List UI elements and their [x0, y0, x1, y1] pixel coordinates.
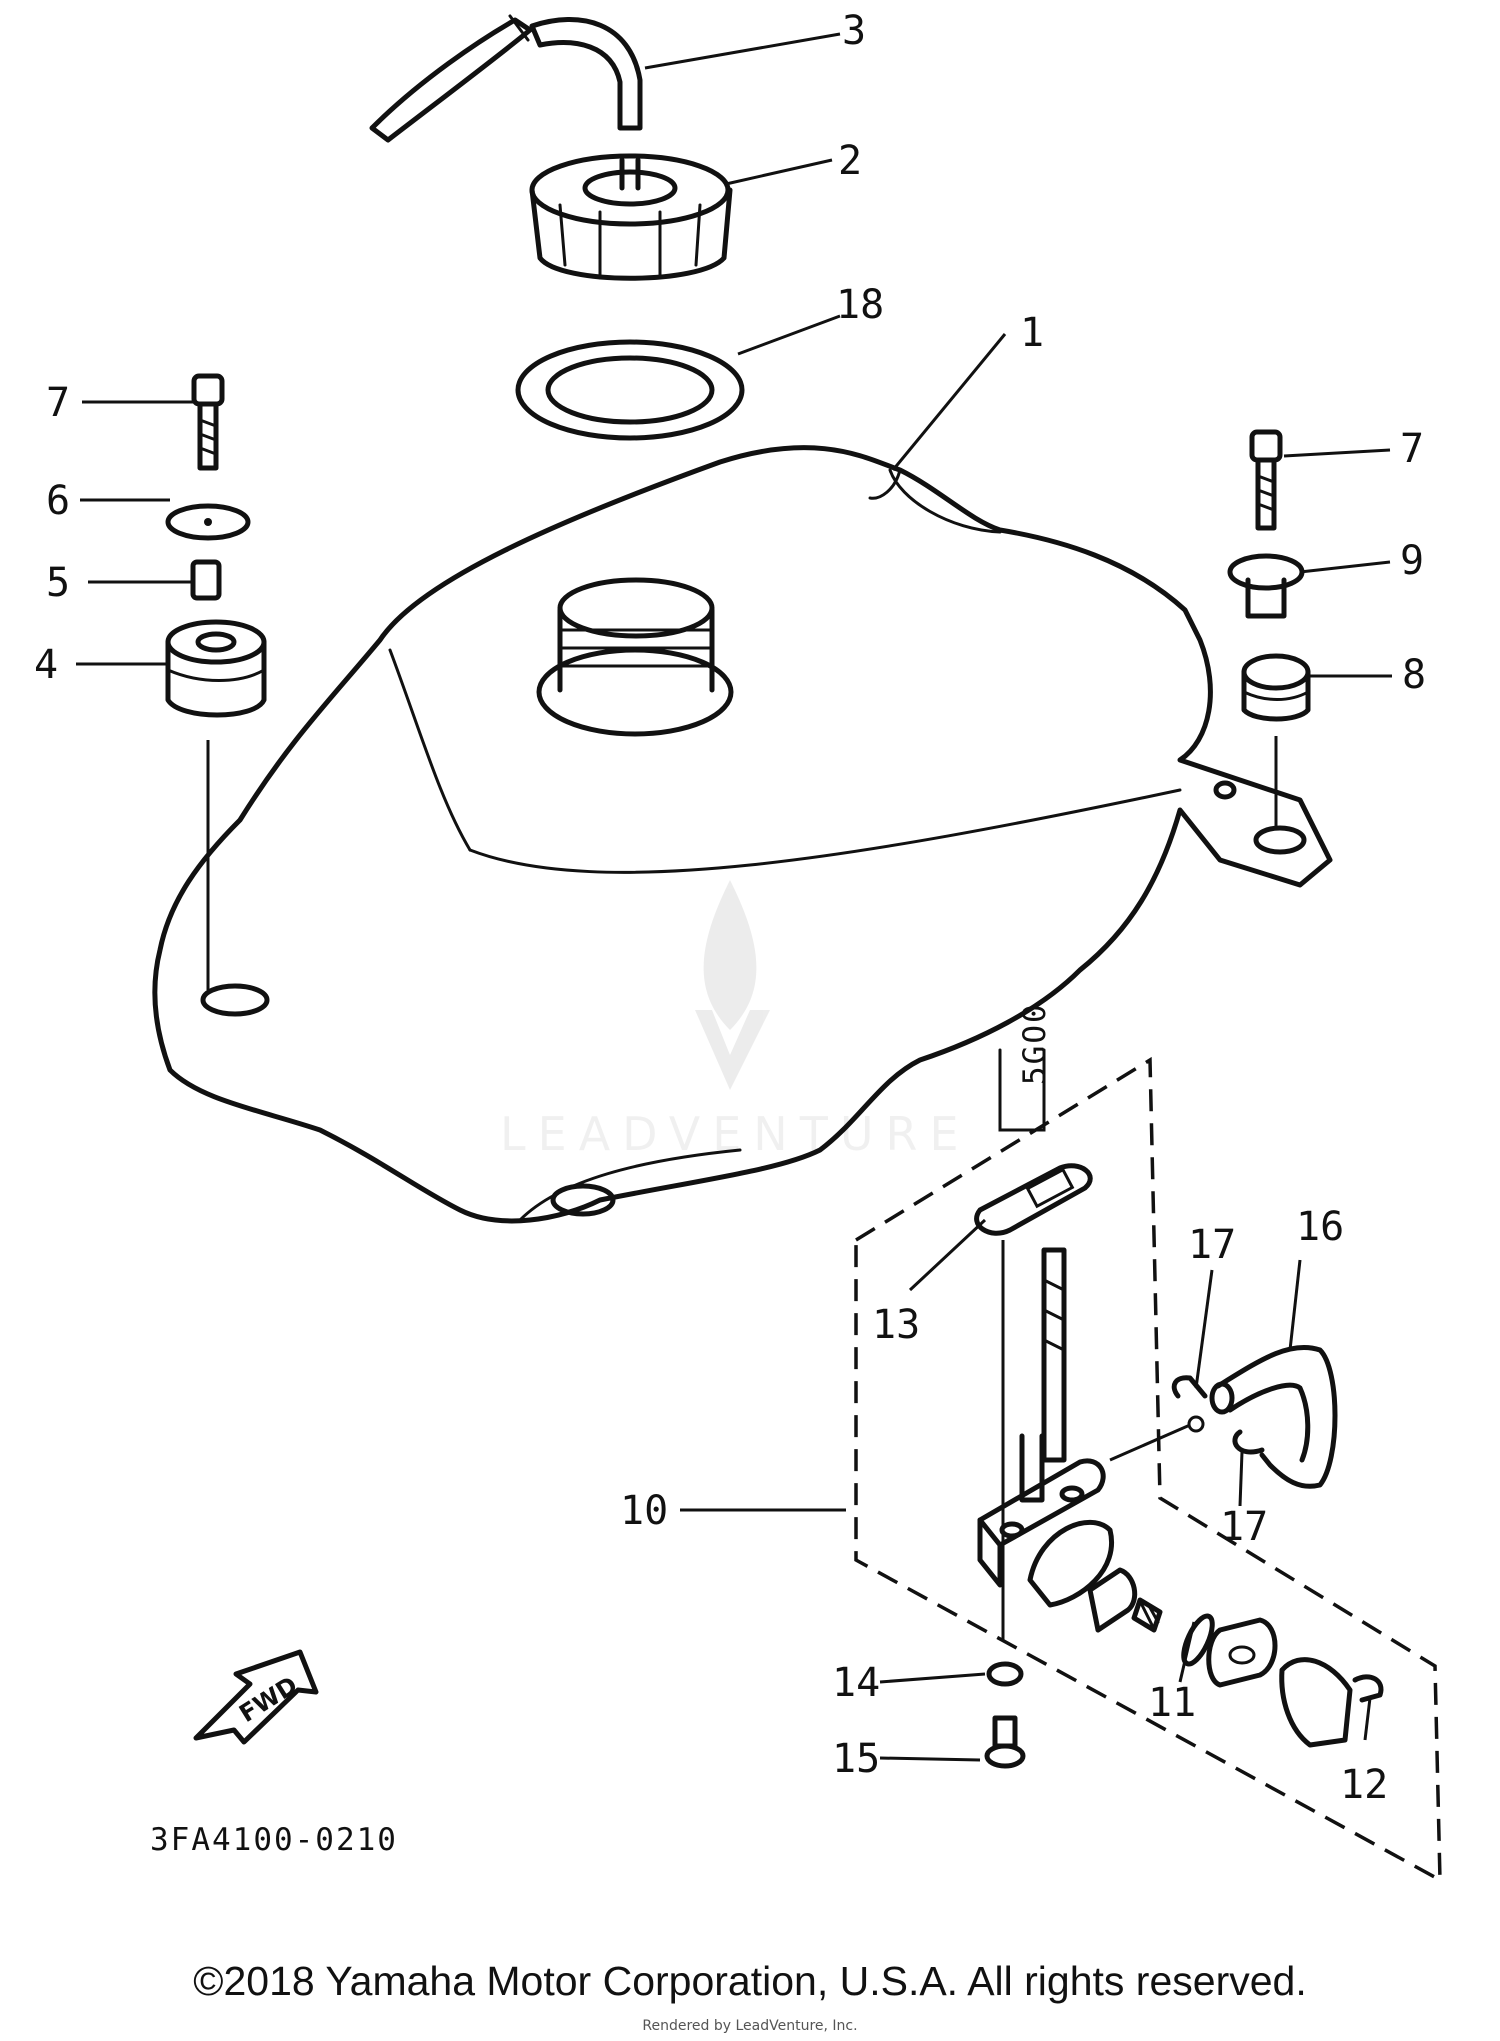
callout-15: 15 [832, 1736, 880, 1782]
callout-1: 1 [1020, 310, 1044, 356]
part-fuel-cock-gasket [974, 1163, 1093, 1236]
callout-9: 9 [1400, 538, 1424, 584]
part-fuel-tank [152, 445, 1333, 1224]
watermark-logo [695, 880, 770, 1090]
callout-12: 12 [1340, 1762, 1388, 1808]
callout-18: 18 [836, 282, 884, 328]
stamp-text: 5GO0 [1017, 1002, 1053, 1085]
callout-7-left: 7 [46, 380, 70, 426]
part-small-washer [986, 1661, 1024, 1687]
callout-14: 14 [832, 1660, 880, 1706]
callout-7-right: 7 [1400, 426, 1424, 472]
part-hose-clip-lower [1232, 1429, 1265, 1455]
callout-leaders [76, 32, 1392, 1762]
part-left-collar [190, 559, 222, 601]
fuel-cock-outlet-line [1109, 1423, 1191, 1462]
callout-labels: 1 2 3 4 5 6 7 7 8 9 10 11 12 13 14 15 16… [34, 8, 1426, 1808]
callout-17-upper: 17 [1188, 1222, 1236, 1268]
part-breather-hose [369, 14, 643, 143]
part-right-bolt [1249, 429, 1283, 531]
callout-11: 11 [1148, 1680, 1196, 1726]
part-screw [984, 1715, 1026, 1769]
callout-13: 13 [872, 1302, 920, 1348]
callout-2: 2 [838, 138, 862, 184]
callout-10: 10 [620, 1488, 668, 1534]
callout-3: 3 [842, 8, 866, 54]
callout-8: 8 [1402, 652, 1426, 698]
part-cock-lever [1279, 1657, 1384, 1748]
part-left-grommet [165, 619, 267, 718]
callout-6: 6 [46, 478, 70, 524]
callout-4: 4 [34, 642, 58, 688]
part-right-collar-washer [1227, 553, 1305, 619]
copyright-notice: ©2018 Yamaha Motor Corporation, U.S.A. A… [193, 1958, 1307, 2004]
callout-17-lower: 17 [1220, 1504, 1268, 1550]
part-cock-internals [1087, 1567, 1278, 1688]
callout-5: 5 [46, 560, 70, 606]
part-fuel-cock [977, 1247, 1114, 1608]
part-left-washer [165, 503, 251, 541]
watermark-text: LEADVENTURE [500, 1107, 971, 1161]
part-cap-gasket [515, 339, 745, 441]
part-left-bolt [191, 373, 225, 471]
part-hose-clip-upper [1171, 1375, 1208, 1433]
callout-16: 16 [1296, 1204, 1344, 1250]
part-right-grommet [1241, 653, 1311, 722]
rendered-by-note: Rendered by LeadVenture, Inc. [642, 2018, 858, 2034]
forward-direction-arrow: FWD [193, 1649, 319, 1745]
drawing-code: 3FA4100-0210 [150, 1822, 398, 1858]
fuel-cock-assembly-boundary [854, 1056, 1442, 1883]
stamp-bracket [998, 1048, 1046, 1132]
part-fuel-cap [529, 153, 733, 281]
part-fuel-hose [1209, 1344, 1338, 1489]
